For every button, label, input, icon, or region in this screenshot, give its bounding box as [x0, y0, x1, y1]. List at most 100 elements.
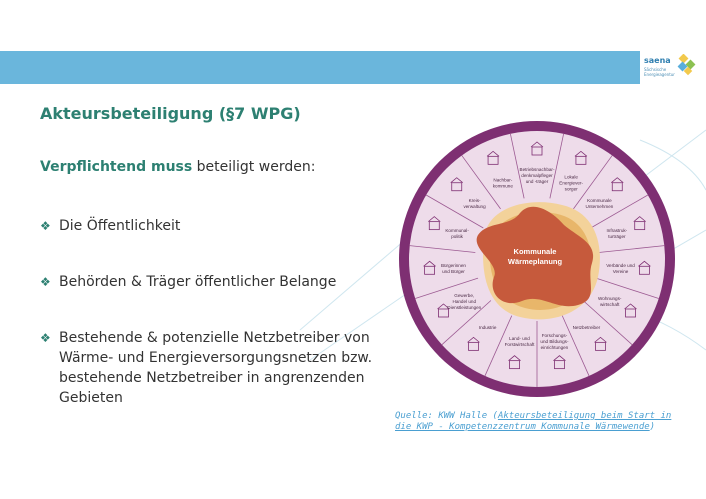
segment-divider	[573, 155, 613, 210]
segment-label-line: Industrie	[479, 325, 497, 330]
icon-roof	[428, 216, 441, 222]
segment-divider	[441, 300, 492, 345]
intro-bold: Verpflichtend muss	[40, 159, 193, 175]
saena-logo: saena Sächsische Energieagentur	[644, 54, 700, 90]
town-hall-icon	[428, 221, 440, 231]
wheel-segment: Nachbar-kommune	[486, 150, 514, 188]
segment-label-line: Kreis-	[469, 198, 481, 203]
segment-label-line: Gewerbe,	[454, 293, 474, 298]
diamond-bullet-icon: ❖	[40, 275, 51, 289]
segment-label-line: Kommunale	[587, 198, 612, 203]
office-building-icon	[611, 182, 623, 192]
diamond-bullet-icon: ❖	[40, 331, 51, 345]
segment-label: Netzbetreiber	[573, 325, 601, 330]
shop-icon	[438, 308, 449, 318]
center-core-shape	[476, 206, 594, 307]
segment-label-line: denkmalpfleger	[521, 173, 553, 178]
segment-label: Wohnungs-wirtschaft	[598, 296, 622, 307]
center-label-line: Kommunale	[514, 247, 557, 256]
logo-wordmark: saena	[644, 56, 671, 65]
house-icon	[625, 308, 636, 318]
segment-label-line: Lokale	[564, 174, 578, 179]
segment-divider	[484, 315, 513, 377]
diamond-bullet-icon: ❖	[40, 219, 51, 233]
icon-roof	[611, 177, 624, 184]
people-circle-icon	[639, 265, 650, 275]
bullet-item: ❖ Bestehende & potenzielle Netzbetreiber…	[40, 330, 373, 406]
segment-label: Forschungs-und Bildungs-einrichtungen	[540, 333, 569, 350]
segment-label-line: Kommunal-	[445, 228, 469, 233]
segment-divider	[561, 315, 590, 377]
segment-divider	[409, 245, 476, 253]
source-note: Quelle: KWW Halle (Akteursbeteiligung be…	[395, 411, 672, 432]
graduation-icon	[554, 360, 565, 370]
segment-label-line: Betriebsnachbar-	[520, 167, 555, 172]
wheel-segment: Netzbetreiber	[573, 325, 607, 351]
segment-label: Nachbar-kommune	[493, 177, 514, 188]
icon-roof	[574, 150, 588, 157]
segment-label-line: Bürgerinnen	[441, 263, 466, 268]
tree-icon	[509, 360, 520, 370]
bullet-item: ❖ Behörden & Träger öffentlicher Belange	[40, 274, 337, 290]
power-pylon-icon	[575, 155, 587, 165]
icon-roof	[633, 216, 646, 222]
segment-label-line: kommune	[493, 183, 514, 188]
segment-label-line: politik	[451, 234, 463, 239]
wheel-segment: Kreis-verwaltung	[450, 177, 486, 209]
segment-label-line: Dienstleistungen	[447, 305, 481, 310]
persons-icon	[424, 265, 435, 275]
logo-tagline: Sächsische Energieagentur	[644, 67, 675, 77]
source-link[interactable]: Akteursbeteiligung beim Start in die KWP…	[395, 411, 672, 432]
wheel-segment: Forschungs-und Bildungs-einrichtungen	[540, 333, 569, 370]
segment-label-line: Wohnungs-	[598, 296, 622, 301]
intro-text: Verpflichtend muss beteiligt werden:	[40, 159, 315, 175]
segment-label-line: Netzbetreiber	[573, 325, 601, 330]
icon-roof	[594, 336, 607, 343]
segment-label-line: Unternehmen	[586, 204, 614, 209]
wheel-segment: Infrastruk-turträger	[607, 216, 646, 239]
segment-label-line: und Bürger	[442, 269, 465, 274]
segment-label-line: Handel und	[453, 299, 477, 304]
segment-label-line: Forschungs-	[542, 333, 568, 338]
map-pin-icon	[451, 182, 463, 192]
wheel-segment: Kommunal-politik	[428, 216, 469, 239]
segment-divider	[461, 155, 501, 210]
segment-label: Infrastruk-turträger	[607, 228, 628, 239]
segment-divider	[595, 277, 659, 299]
logo-mark-icon	[677, 54, 696, 76]
segment-label-line: Energiever-	[559, 180, 583, 185]
grid-icon	[595, 341, 606, 351]
icon-roof	[530, 141, 544, 148]
segment-label-line: Vereine	[613, 269, 629, 274]
center-label-line: Wärmeplanung	[508, 257, 563, 266]
header-band	[0, 51, 640, 84]
segment-divider	[415, 277, 479, 299]
icon-roof	[423, 260, 436, 267]
village-icon	[487, 155, 499, 165]
segment-label-line: sorger	[565, 186, 578, 191]
slide-title: Akteursbeteiligung (§7 WPG)	[40, 104, 301, 123]
bullet-item: ❖ Die Öffentlichkeit	[40, 218, 181, 234]
buildings-icon	[531, 146, 543, 156]
segment-label-line: wirtschaft	[600, 302, 620, 307]
icon-roof	[450, 177, 463, 184]
wheel-segment: Industrie	[467, 325, 497, 351]
segment-label-line: Infrastruk-	[607, 228, 628, 233]
icon-roof	[508, 355, 521, 361]
segment-label-line: einrichtungen	[541, 345, 569, 350]
